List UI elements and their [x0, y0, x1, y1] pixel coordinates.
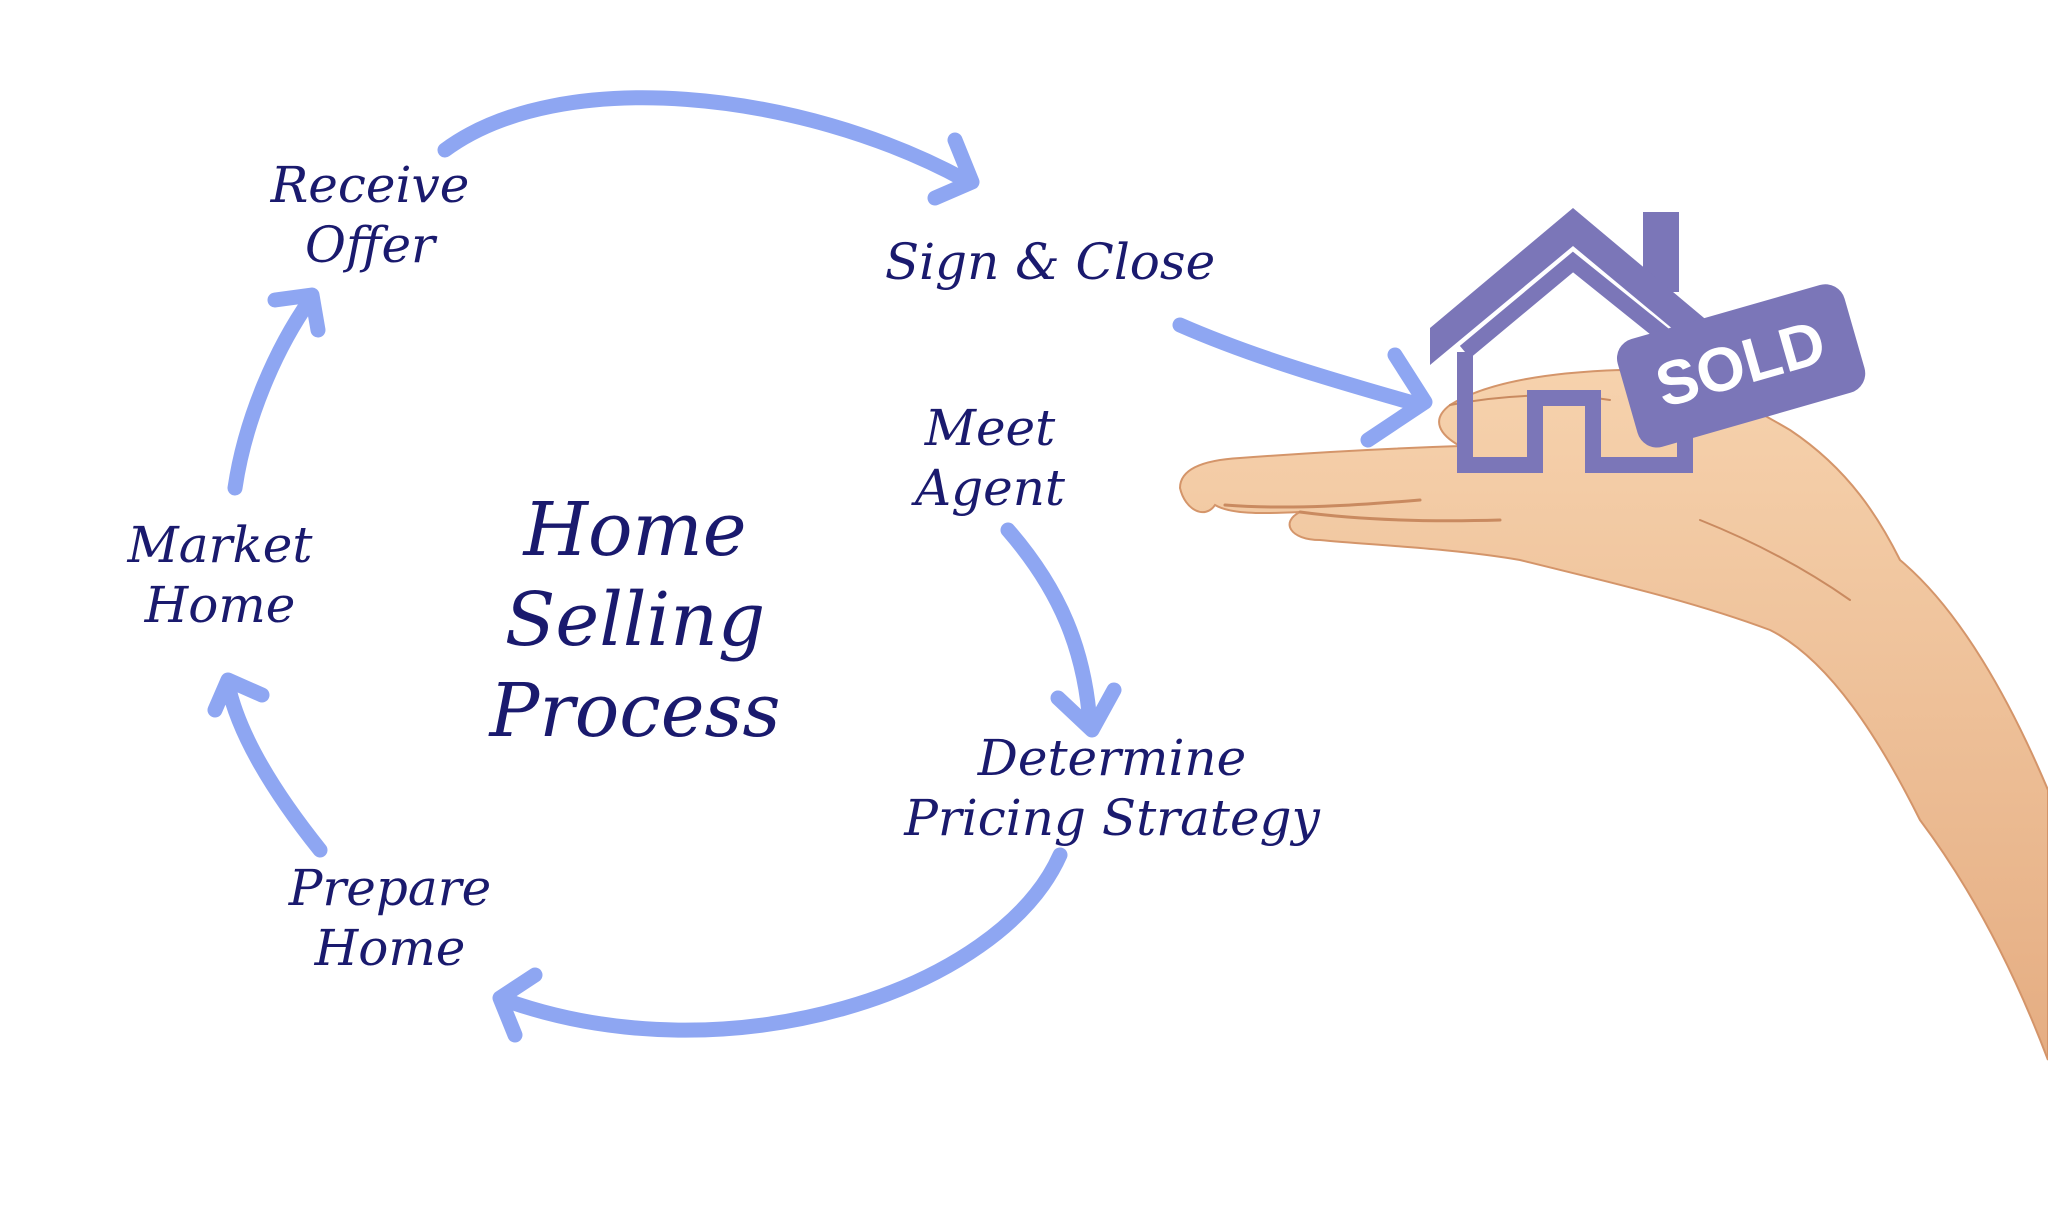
- arrow-close-to-house: [1172, 317, 1428, 413]
- step-determine-pricing-line2: Pricing Strategy: [904, 789, 1320, 847]
- step-market-home-line2: Home: [144, 576, 296, 634]
- step-market-home: Market Home: [100, 515, 340, 635]
- step-sign-close-line1: Sign & Close: [884, 233, 1216, 291]
- hand-illustration: [1178, 368, 2048, 1061]
- arrow-agent-to-pricing-head: [1050, 682, 1122, 738]
- step-prepare-home: Prepare Home: [255, 858, 525, 978]
- house-icon: [1430, 208, 1716, 473]
- arrow-market-to-offer: [227, 292, 318, 496]
- step-meet-agent-line1: Meet: [924, 399, 1056, 457]
- step-determine-pricing: Determine Pricing Strategy: [862, 728, 1362, 848]
- step-prepare-home-line2: Home: [314, 919, 466, 977]
- arrow-prepare-to-market-head: [207, 672, 270, 718]
- diagram-title-line3: Process: [489, 667, 781, 754]
- diagram-title-line2: Selling: [504, 577, 766, 664]
- arrow-pricing-to-prepare: [497, 847, 1068, 1038]
- step-determine-pricing-line1: Determine: [977, 729, 1247, 787]
- diagram-title-line1: Home: [523, 487, 747, 573]
- arrow-market-to-offer-head: [267, 287, 326, 338]
- step-receive-offer-line2: Offer: [305, 216, 435, 274]
- step-receive-offer-line1: Receive: [270, 156, 470, 214]
- step-sign-close: Sign & Close: [860, 232, 1240, 292]
- step-receive-offer: Receive Offer: [240, 155, 500, 275]
- sold-sign: SOLD: [1616, 284, 1866, 448]
- arrow-offer-to-close-head: [927, 132, 980, 206]
- step-prepare-home-line1: Prepare: [288, 859, 492, 917]
- step-meet-agent: Meet Agent: [870, 398, 1110, 518]
- step-meet-agent-line2: Agent: [915, 459, 1065, 517]
- step-market-home-line1: Market: [127, 516, 313, 574]
- arrow-agent-to-pricing: [1000, 522, 1098, 733]
- arrow-offer-to-close: [437, 90, 973, 188]
- arrow-prepare-to-market: [220, 677, 328, 858]
- arrow-close-to-house-head: [1360, 347, 1433, 448]
- diagram-title: Home Selling Process: [455, 485, 815, 756]
- arrow-pricing-to-prepare-head: [492, 967, 543, 1043]
